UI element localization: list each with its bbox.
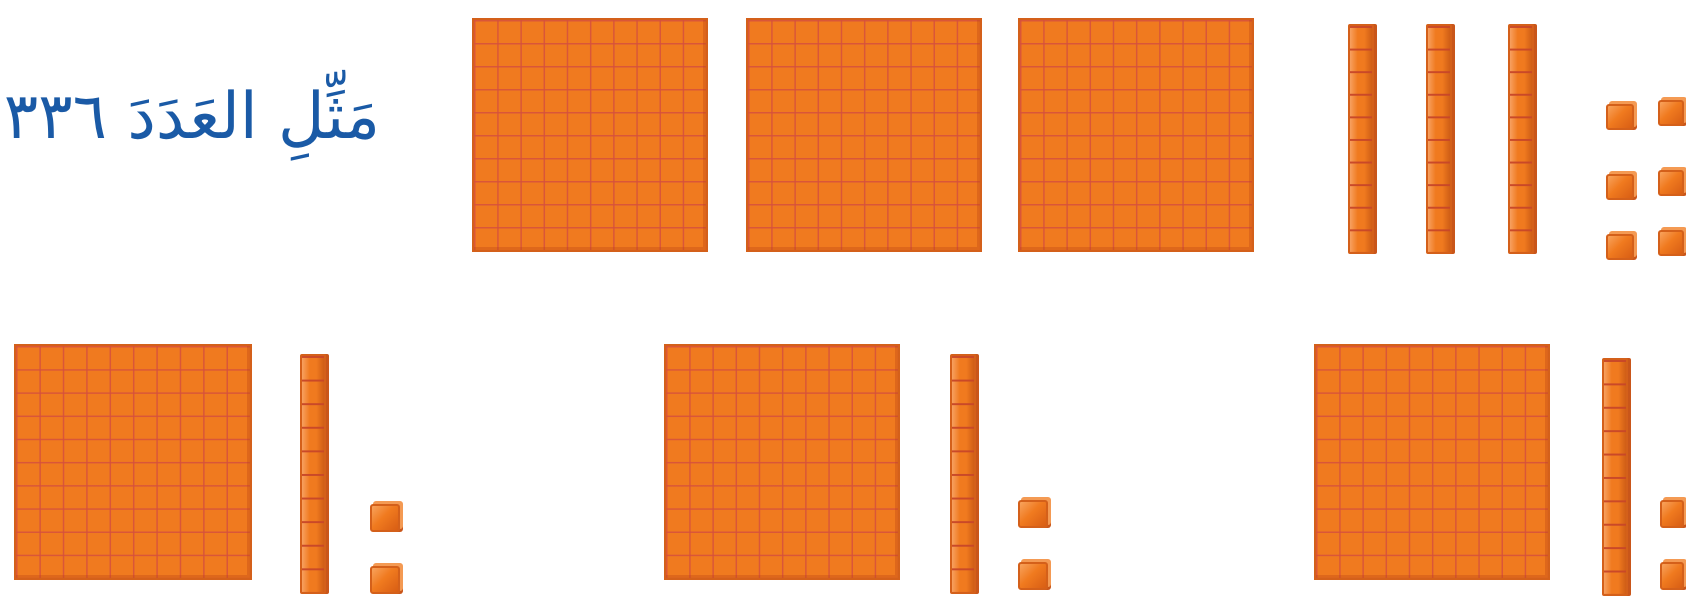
hundred-flat — [746, 18, 982, 252]
ten-rod — [950, 354, 976, 594]
hundred-flat — [14, 344, 252, 580]
one-unit — [1606, 174, 1634, 200]
ten-rod — [1426, 24, 1452, 254]
ten-rod — [1508, 24, 1534, 254]
one-unit — [1606, 104, 1634, 130]
one-unit — [1660, 500, 1684, 528]
ten-rod — [1602, 358, 1628, 596]
hundred-flat — [664, 344, 900, 580]
one-unit — [1018, 500, 1048, 528]
one-unit — [1658, 100, 1684, 126]
one-unit — [1658, 230, 1684, 256]
one-unit — [1660, 562, 1684, 590]
one-unit — [1018, 562, 1048, 590]
hundred-flat — [1018, 18, 1254, 252]
ten-rod — [1348, 24, 1374, 254]
one-unit — [370, 504, 400, 532]
instruction-text: مَثِّلِ العَدَدَ ٣٣٦ — [0, 80, 380, 154]
one-unit — [370, 566, 400, 594]
one-unit — [1658, 170, 1684, 196]
one-unit — [1606, 234, 1634, 260]
ten-rod — [300, 354, 326, 594]
hundred-flat — [472, 18, 708, 252]
hundred-flat — [1314, 344, 1550, 580]
